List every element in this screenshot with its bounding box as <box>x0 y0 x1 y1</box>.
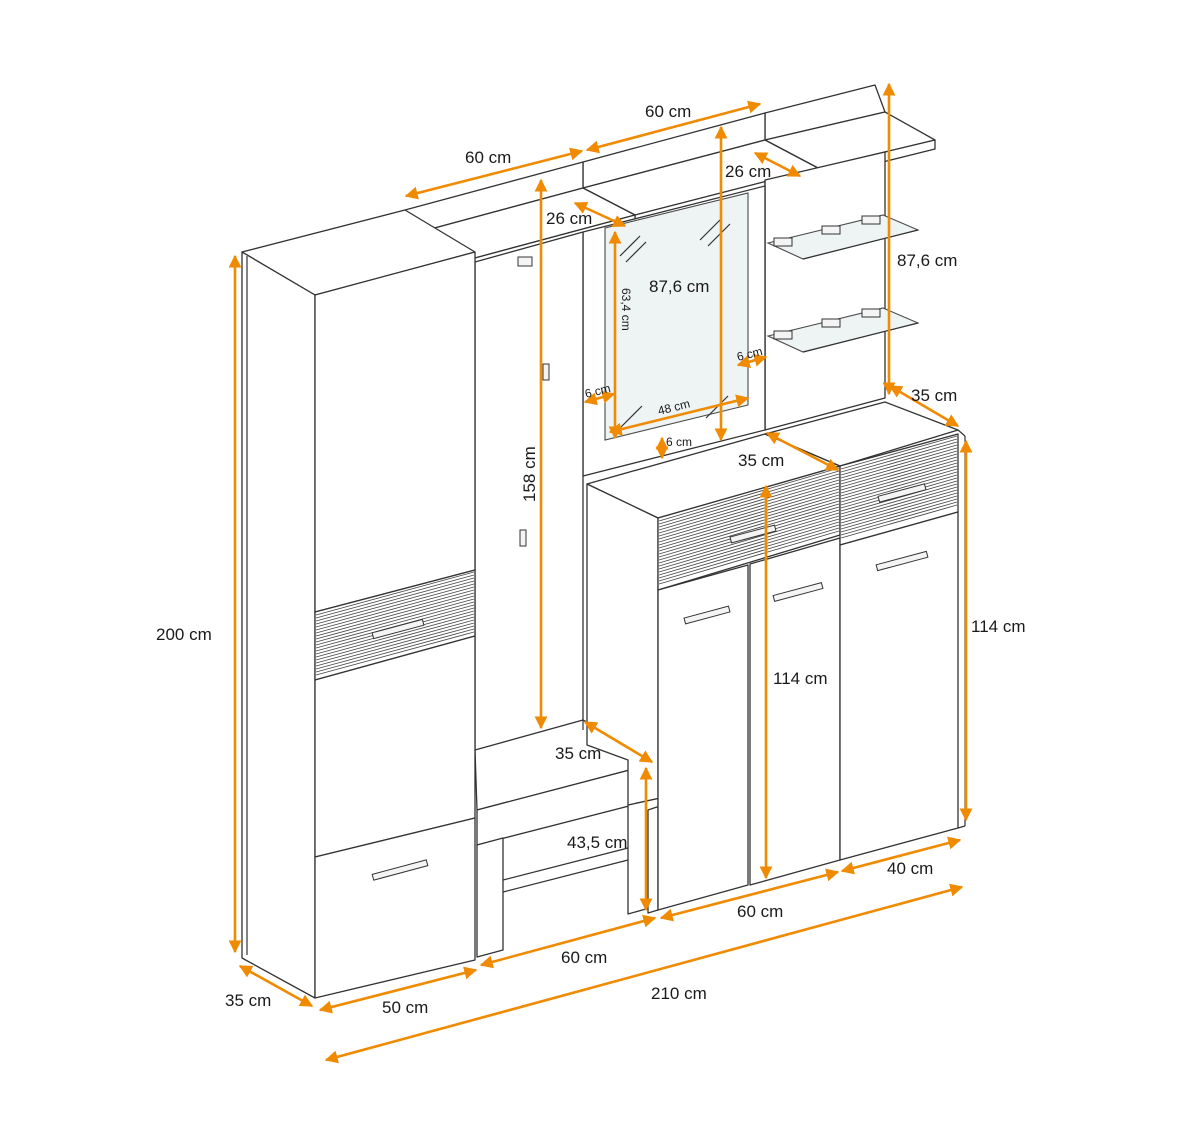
dim-line-shelf-panel-depth <box>888 384 960 428</box>
furniture-drawing <box>241 84 966 999</box>
label-wardrobe-depth: 35 cm <box>225 991 271 1010</box>
label-top-shelf-left-width: 60 cm <box>465 148 511 167</box>
glass-shelf-lower <box>766 307 920 353</box>
coat-hook-top <box>517 256 533 267</box>
label-shelf-panel-depth: 35 cm <box>911 386 957 405</box>
dimension-lines <box>228 82 973 1064</box>
shelf-back-panel <box>764 151 886 431</box>
dim-line-right-cabinet-width <box>840 836 962 875</box>
label-cabinet-center-depth: 35 cm <box>738 451 784 470</box>
label-bench-width: 60 cm <box>561 948 607 967</box>
label-mirror-border-bottom: 6 cm <box>666 435 692 449</box>
label-mirror-glass-height: 63,4 cm <box>619 288 633 331</box>
label-wardrobe-height: 200 cm <box>156 625 212 644</box>
tall-wardrobe <box>241 209 476 999</box>
dim-line-bench-depth <box>583 720 654 764</box>
label-top-shelf-right-width: 60 cm <box>645 102 691 121</box>
right-cabinet <box>764 401 966 861</box>
glass-shelf-upper <box>766 214 920 260</box>
label-bench-height: 43,5 cm <box>567 833 627 852</box>
dimension-labels: 200 cm 35 cm 50 cm 158 cm 60 cm 26 cm 60… <box>156 102 1026 1017</box>
label-mirror-border-right: 6 cm <box>735 344 764 364</box>
dim-line-mirror-border-right <box>736 353 768 369</box>
label-shelf-panel-height: 87,6 cm <box>897 251 957 270</box>
dim-line-center-cabinet-depth <box>765 431 840 472</box>
dim-line-total-width <box>324 883 964 1064</box>
dim-line-top-right-depth <box>753 151 802 178</box>
coat-hook-lower <box>519 529 527 547</box>
center-cabinet <box>586 433 841 914</box>
dim-line-top-right-width <box>585 100 762 154</box>
label-top-shelf-right-depth: 26 cm <box>725 162 771 181</box>
coat-hook-middle <box>542 363 550 381</box>
label-cabinet-right-width: 40 cm <box>887 859 933 878</box>
label-cabinet-right-height: 114 cm <box>971 617 1026 636</box>
label-mirror-panel-height: 87,6 cm <box>649 277 709 296</box>
label-mirror-border-left: 6 cm <box>583 381 612 401</box>
dim-line-wardrobe-depth <box>238 964 314 1008</box>
label-coat-panel-height: 158 cm <box>520 446 539 502</box>
label-wardrobe-width: 50 cm <box>382 998 428 1017</box>
label-bench-depth: 35 cm <box>555 744 601 763</box>
label-top-shelf-left-depth: 26 cm <box>546 209 592 228</box>
dim-line-top-left-width <box>404 147 584 200</box>
dim-line-mirror-border-left <box>583 390 616 406</box>
label-cabinet-center-height: 114 cm <box>773 669 828 688</box>
center-drawer-front-texture <box>658 467 840 585</box>
dim-line-mirror-glass-width <box>608 394 750 436</box>
dim-line-top-left-depth <box>573 201 627 228</box>
label-total-width: 210 cm <box>651 984 707 1003</box>
label-cabinet-center-width: 60 cm <box>737 902 783 921</box>
right-drawer-front-texture <box>840 435 958 539</box>
